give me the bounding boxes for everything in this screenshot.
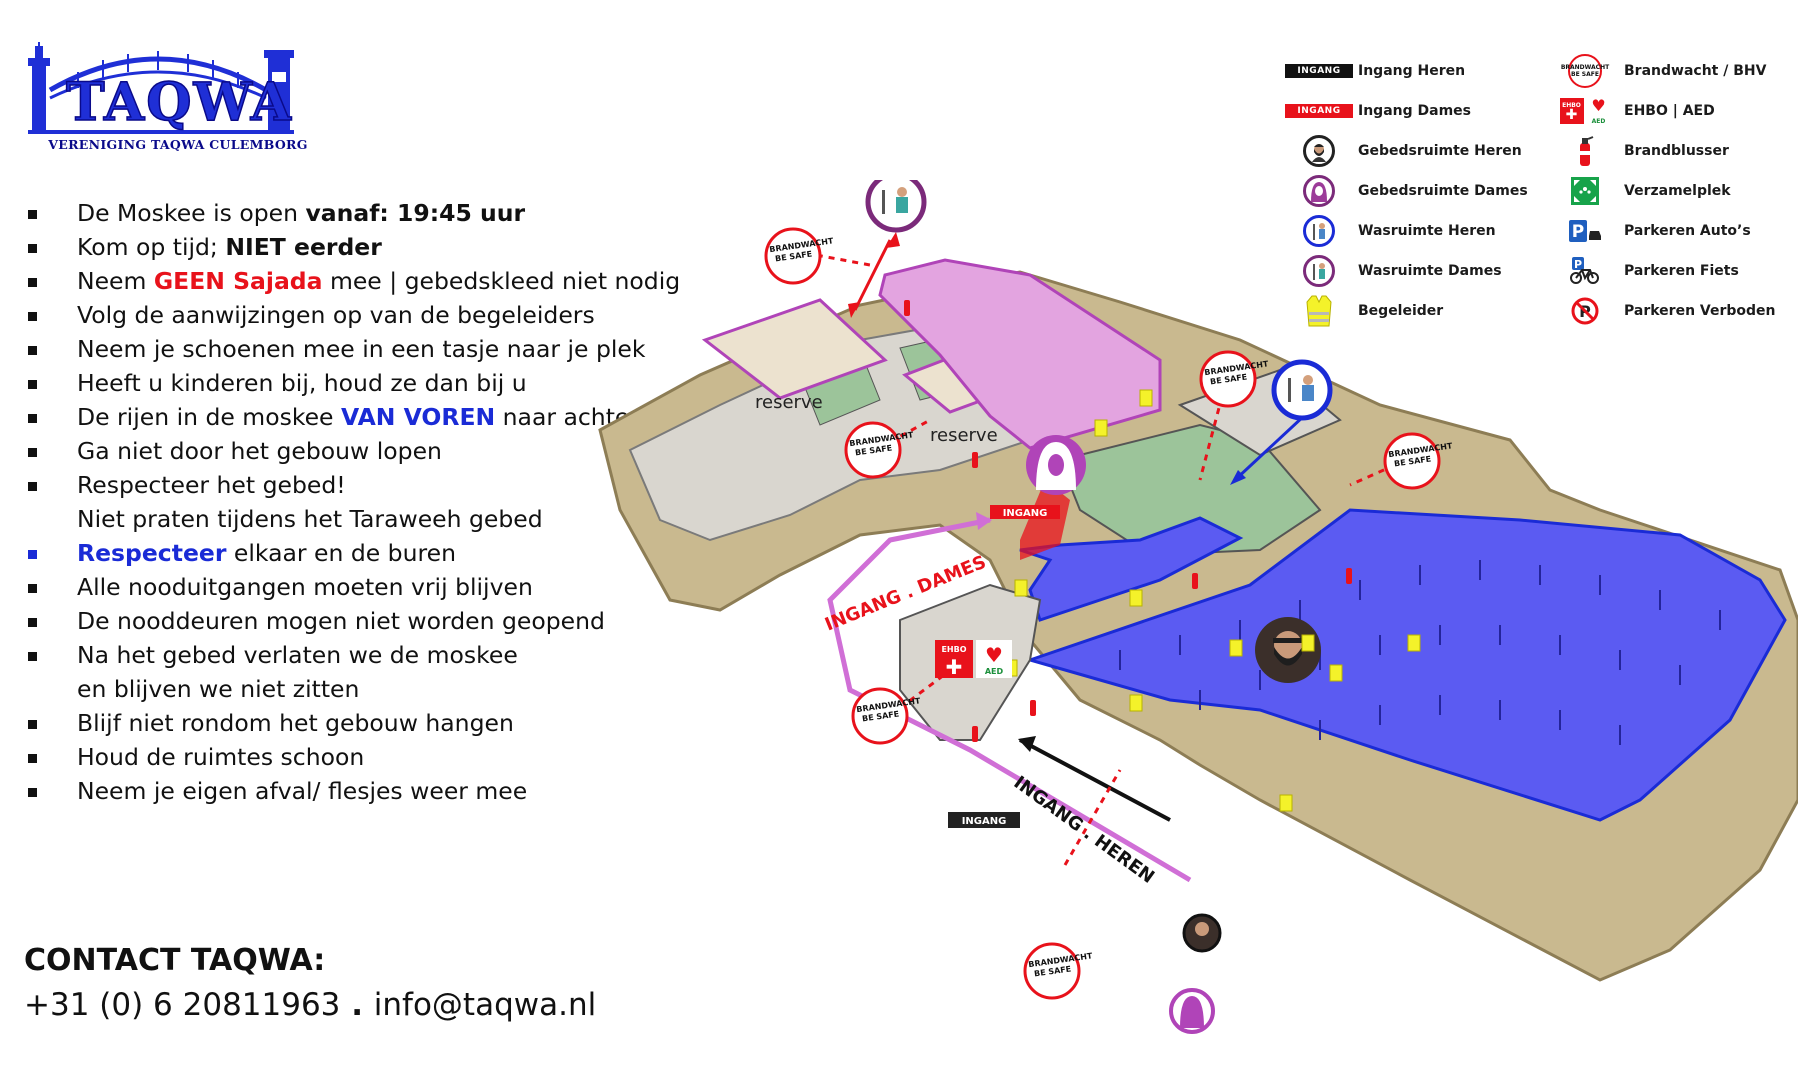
legend-wasruimte-heren: Wasruimte Heren bbox=[1288, 214, 1496, 248]
prayer-row-marks bbox=[1119, 560, 1721, 745]
svg-text:✚: ✚ bbox=[946, 655, 963, 679]
reserve-label-1: reserve bbox=[755, 392, 823, 413]
legend-ingang-dames: INGANG Ingang Dames bbox=[1285, 94, 1471, 128]
ingang-heren-tag bbox=[948, 812, 1020, 828]
rule-item: De nooddeuren mogen niet worden geopend bbox=[24, 604, 744, 638]
brandwacht-badges bbox=[764, 227, 1441, 1000]
floor-plan-svg: INGANG INGANG EHBO ✚ ♥ AED bbox=[598, 180, 1798, 1034]
legend-brandblusser: Brandblusser bbox=[1554, 134, 1729, 168]
contact-phone: +31 (0) 6 20811963 bbox=[24, 987, 341, 1023]
reserve-room-1 bbox=[701, 298, 888, 400]
floor-plan-map: INGANG INGANG EHBO ✚ ♥ AED reserve reser… bbox=[560, 180, 1798, 1080]
rule-item: De Moskee is open vanaf: 19:45 uur bbox=[24, 196, 744, 230]
contact-line: +31 (0) 6 20811963 . info@taqwa.nl bbox=[24, 987, 596, 1023]
logo-subtitle: VERENIGING TAQWA CULEMBORG bbox=[48, 137, 308, 152]
rule-item: Heeft u kinderen bij, houd ze dan bij u bbox=[24, 366, 744, 400]
rule-item-continued: en blijven we niet zitten bbox=[77, 675, 360, 703]
legend-gebedsruimte-dames: Gebedsruimte Dames bbox=[1288, 174, 1528, 208]
legend-parkeren-autos: P Parkeren Auto’s bbox=[1554, 214, 1751, 248]
assembly-point-icon bbox=[1571, 177, 1599, 205]
reserve-label-2: reserve bbox=[930, 425, 998, 446]
rule-item: Neem GEEN Sajada mee | gebedskleed niet … bbox=[24, 264, 744, 298]
legend-wasruimte-dames: Wasruimte Dames bbox=[1288, 254, 1502, 288]
rule-item: Houd de ruimtes schoon bbox=[24, 740, 744, 774]
ingang-dames-tag-icon: INGANG bbox=[1285, 104, 1353, 118]
rule-item: Ga niet door het gebouw lopen bbox=[24, 434, 744, 468]
rule-item: Na het gebed verlaten we de moskee bbox=[24, 638, 744, 672]
contact-title: CONTACT TAQWA: bbox=[24, 943, 326, 978]
ingang-dames-tag bbox=[990, 505, 1060, 519]
rule-item: Volg de aanwijzingen op van de begeleide… bbox=[24, 298, 744, 332]
logo-wordmark: TAQWA bbox=[65, 71, 293, 134]
bridge-logo-icon bbox=[28, 42, 294, 134]
wudu-men-icon bbox=[1303, 215, 1335, 247]
map-legend: INGANG Ingang Heren INGANG Ingang Dames … bbox=[1285, 52, 1798, 342]
map-aed-icon bbox=[976, 640, 1012, 678]
legend-parkeren-fiets: P Parkeren Fiets bbox=[1554, 254, 1739, 288]
first-aid-icon: EHBO✚ bbox=[1559, 98, 1584, 124]
ingang-heren-tag-text: INGANG bbox=[962, 816, 1007, 827]
rule-item: Alle nooduitgangen moeten vrij blijven bbox=[24, 570, 744, 604]
svg-text:AED: AED bbox=[985, 667, 1004, 676]
rule-item: Neem je eigen afval/ flesjes weer mee bbox=[24, 774, 744, 808]
men-wash-arrow bbox=[1233, 413, 1307, 482]
central-corridor bbox=[1058, 423, 1322, 557]
safety-vest-icon bbox=[1306, 295, 1332, 327]
car-parking-icon: P bbox=[1569, 220, 1601, 242]
fire-extinguisher-markers bbox=[904, 300, 1352, 742]
legend-ehbo-aed: EHBO✚ ♥AED EHBO | AED bbox=[1554, 94, 1715, 128]
legend-parkeren-verboden: P Parkeren Verboden bbox=[1554, 294, 1776, 328]
ingang-dames-tag-text: INGANG bbox=[1003, 508, 1048, 519]
map-first-aid-icon bbox=[935, 640, 973, 678]
no-parking-icon: P bbox=[1571, 297, 1599, 325]
rule-item: Kom op tijd; NIET eerder bbox=[24, 230, 744, 264]
svg-text:P: P bbox=[1574, 258, 1582, 271]
svg-text:EHBO: EHBO bbox=[941, 645, 966, 654]
rule-item: Respecteer het gebed! bbox=[24, 468, 744, 502]
svg-text:P: P bbox=[1572, 222, 1584, 242]
women-wash-arrow bbox=[853, 239, 892, 311]
rule-item: Respecteer elkaar en de buren bbox=[24, 536, 744, 570]
men-entry-arrow bbox=[1019, 738, 1171, 822]
house-rules-list: De Moskee is open vanaf: 19:45 uur Kom o… bbox=[24, 196, 744, 808]
legend-gebedsruimte-heren: Gebedsruimte Heren bbox=[1288, 134, 1522, 168]
bike-parking-icon: P bbox=[1570, 257, 1599, 284]
contact-email: info@taqwa.nl bbox=[373, 987, 597, 1023]
legend-verzamelplek: Verzamelplek bbox=[1554, 174, 1731, 208]
rule-item: Neem je schoenen mee in een tasje naar j… bbox=[24, 332, 744, 366]
wudu-women-icon bbox=[1303, 255, 1335, 287]
men-prayer-area-small bbox=[1019, 516, 1244, 622]
legend-ingang-heren: INGANG Ingang Heren bbox=[1285, 54, 1465, 88]
taqwa-logo: TAQWA VERENIGING TAQWA CULEMBORG bbox=[28, 42, 308, 152]
rule-item: Blijf niet rondom het gebouw hangen bbox=[24, 706, 744, 740]
ingang-heren-tag-icon: INGANG bbox=[1285, 64, 1353, 78]
women-entry-route bbox=[827, 517, 1192, 883]
man-face-icon bbox=[1303, 135, 1335, 167]
fire-extinguisher-icon bbox=[1580, 136, 1594, 166]
woman-hijab-icon bbox=[1303, 175, 1335, 207]
legend-begeleider: Begeleider bbox=[1288, 294, 1443, 328]
rule-item-continued: Niet praten tijdens het Taraweeh gebed bbox=[77, 505, 543, 533]
contact-separator: . bbox=[340, 987, 374, 1023]
begeleider-vest-icons bbox=[1004, 389, 1421, 812]
svg-text:♥: ♥ bbox=[985, 643, 1003, 667]
aed-heart-icon: ♥AED bbox=[1591, 96, 1606, 126]
